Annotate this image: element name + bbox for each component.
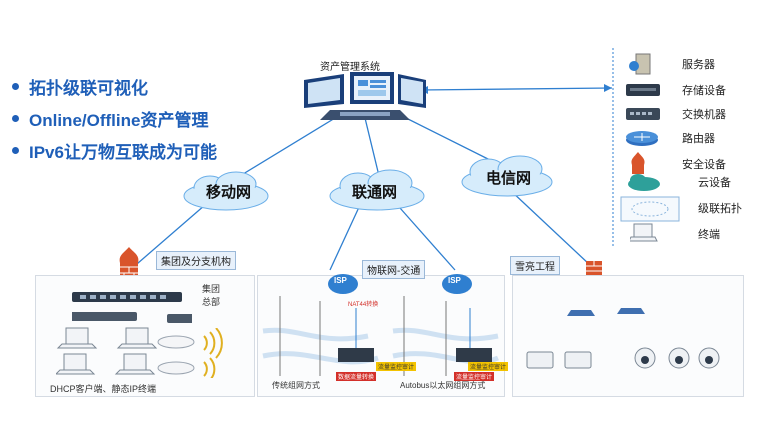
group-branch-tag: 集团及分支机构 [156,251,236,270]
link-mobile-group [129,204,206,271]
mobile-cloud-icon [183,171,269,211]
hq-label: 集团 总部 [202,284,221,307]
cascade-topology-icon [620,196,680,222]
isp-label-1: ISP [334,276,347,285]
legend-item-cascade: 级联拓扑 [612,196,762,222]
router-icon [626,131,658,146]
feature-list: 拓扑级联可视化 Online/Offline资产管理 IPv6让万物互联成为可能 [12,70,282,166]
nat-label: NAT44转换 [348,302,379,308]
iot-right-caption: Autobus以太网组网方式 [400,381,486,390]
legend-label: 云设备 [698,177,731,189]
link-unicom-iot-right [399,207,456,271]
bullet-dot [12,146,19,154]
switch-icon [626,108,660,120]
telecom-cloud-icon [461,155,553,197]
bullet-text: IPv6让万物互联成为可能 [29,142,217,162]
iot-yellow-label-right: 流量监控审计 [468,362,509,371]
legend-item-server: 服务器 [612,52,762,76]
firewall-small-icon [586,261,602,275]
legend-item-storage: 存储设备 [612,78,762,102]
legend-label: 交换机器 [682,109,726,121]
link-asset-legend [419,87,613,91]
link-asset-unicom [364,117,381,181]
legend-label: 存储设备 [682,85,726,97]
asset-system-label: 资产管理系统 [320,62,380,73]
wifi-ap-icons [157,328,223,378]
legend-label: 服务器 [682,59,715,71]
legend-label: 安全设备 [682,159,726,171]
xueliang-tag: 雪亮工程 [510,256,560,275]
legend-border [612,48,614,248]
bullet-text: 拓扑级联可视化 [29,78,148,98]
legend-item-security: 安全设备 [612,152,762,176]
legend-item-switch: 交换机器 [612,102,762,126]
bullet-item: 拓扑级联可视化 [12,70,282,102]
isp-cloud-icon [328,274,358,294]
legend-label: 级联拓扑 [698,203,742,215]
security-icon [631,152,645,174]
switch-icons [72,292,192,323]
bullet-item: IPv6让万物互联成为可能 [12,134,282,166]
group-caption: DHCP客户端、静态IP终端 [50,384,157,394]
legend-label: 终端 [698,229,720,241]
iot-red-label-right: 流量监控审计 [454,372,495,381]
bullet-dot [12,114,19,122]
server-icon [629,53,651,75]
telecom-cloud-label: 电信网 [486,170,532,187]
terminal-icon [630,223,658,242]
iot-left-caption: 传统组网方式 [272,381,320,390]
iot-red-label-left: 数据流量转换 [336,372,377,381]
link-telecom-xueliang [509,189,591,266]
laptop-icons [56,327,158,375]
legend-item-router: 路由器 [612,126,762,150]
asset-system-icon [304,72,426,120]
legend-panel: 服务器 存储设备 交换机器 路由器 安全设备 云设备 级联拓扑 终端 [612,48,765,248]
group-branch-panel: 集团 总部 DHCP客户端、静态IP终端 [35,275,255,397]
unicom-cloud-label: 联通网 [352,184,398,201]
bullet-item: Online/Offline资产管理 [12,102,282,134]
cloud-device-icon [628,174,660,191]
camera-diagram [526,308,720,369]
isp-cloud-icon-2 [442,274,472,294]
iot-yellow-label-left: 流量监控审计 [376,362,417,371]
legend-item-terminal: 终端 [612,222,762,246]
xueliang-panel [512,275,744,397]
link-unicom-iot-left [329,204,361,271]
legend-item-cloud: 云设备 [612,170,762,194]
unicom-cloud-icon [329,169,425,211]
arrow-head-right [604,84,612,92]
bullet-text: Online/Offline资产管理 [29,110,209,130]
isp-label-2: ISP [448,276,461,285]
bullet-dot [12,82,19,90]
legend-label: 路由器 [682,133,715,145]
iot-branch-tag: 物联网-交通 [362,260,426,279]
storage-icon [626,84,660,96]
mobile-cloud-label: 移动网 [206,184,252,201]
iot-branch-panel: 数据流量转换 NAT44转换 流量监控审计 流量监控审计 流量监控审计 传统组网… [257,275,509,397]
link-asset-telecom [399,114,501,166]
